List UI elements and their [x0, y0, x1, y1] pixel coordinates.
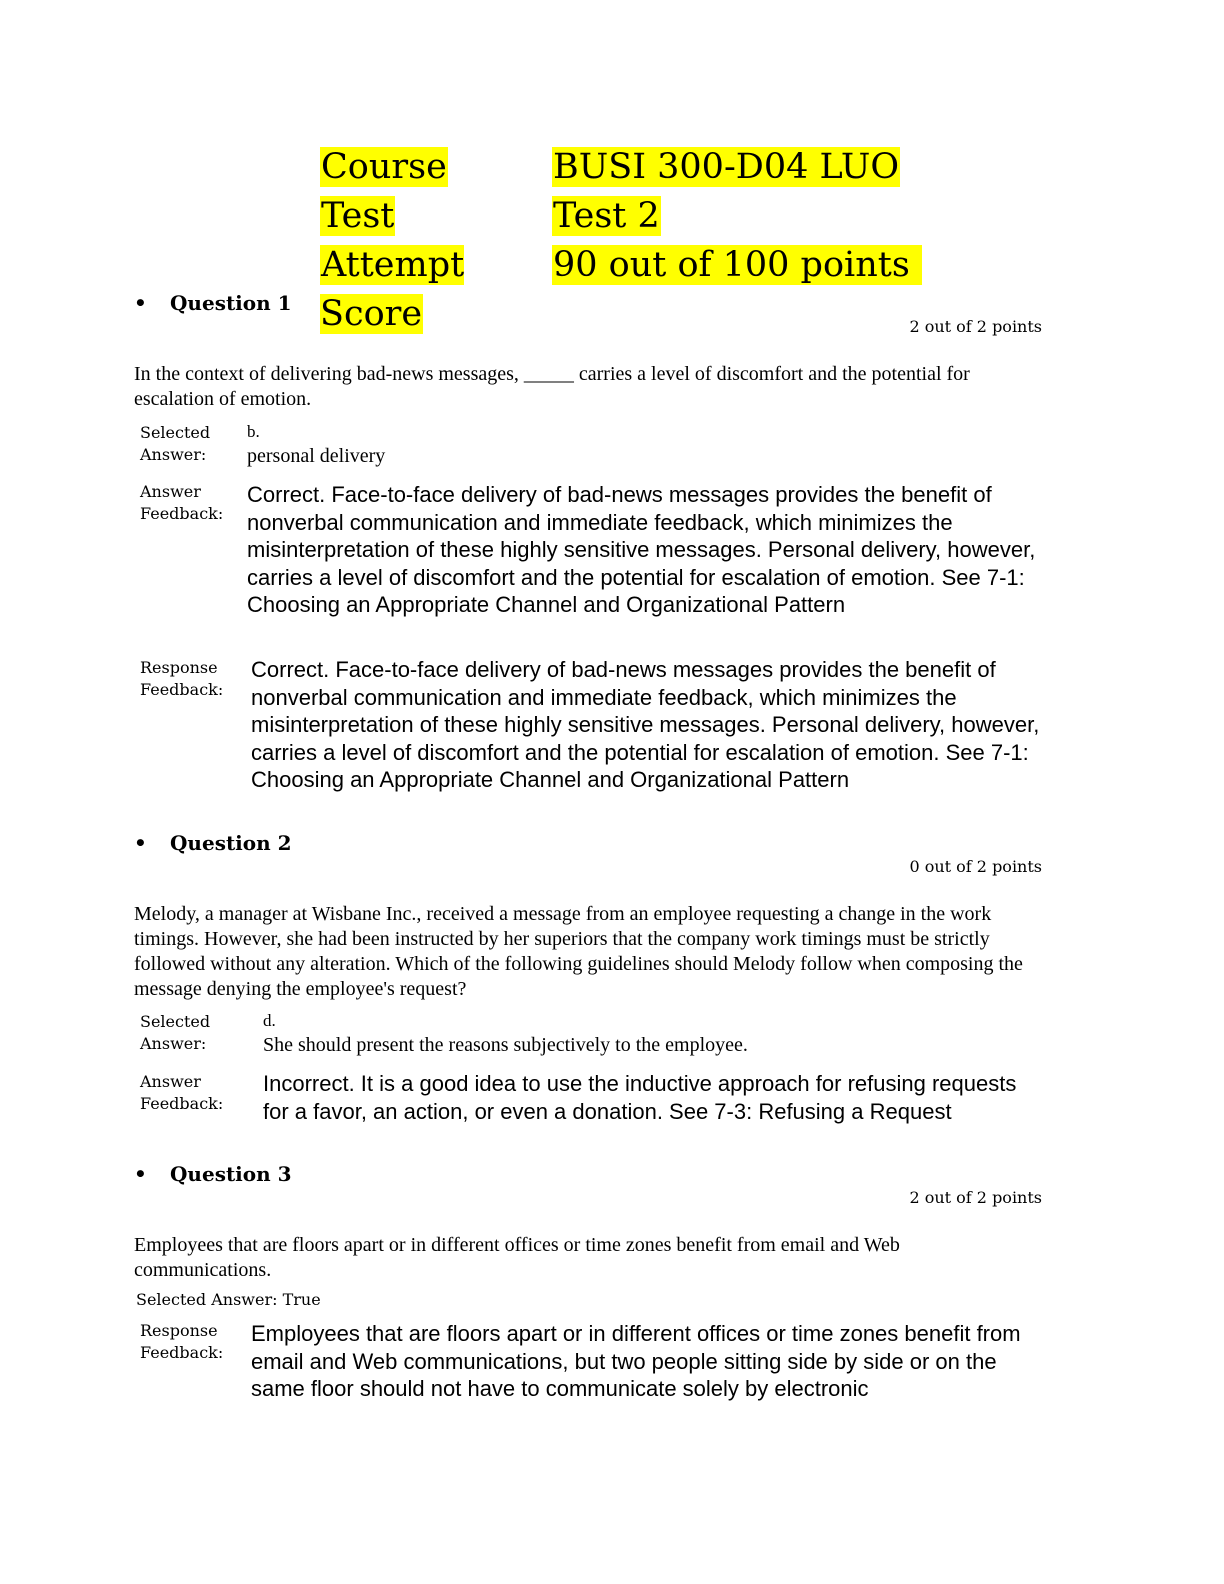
question-1-text: In the context of delivering bad-news me… [134, 363, 970, 410]
question-3-response-feedback-label: Response Feedback: [140, 1321, 224, 1362]
question-3-text: Employees that are floors apart or in di… [134, 1234, 900, 1281]
question-3-points: 2 out of 2 points [909, 1188, 1042, 1207]
question-3-heading: • Question 3 [134, 1162, 292, 1186]
course-row: Course BUSI 300-D04 LUO [320, 143, 922, 192]
score-row: Attempt Score 90 out of 100 points [320, 241, 922, 334]
bullet-icon: • [134, 1162, 147, 1186]
question-2-title: Question 2 [170, 831, 292, 855]
bullet-icon: • [134, 291, 147, 315]
question-2-text: Melody, a manager at Wisbane Inc., recei… [134, 903, 1023, 1000]
bullet-icon: • [134, 831, 147, 855]
selected-answer-text: personal delivery [247, 445, 386, 467]
question-2-answer-feedback: Incorrect. It is a good idea to use the … [263, 1071, 1017, 1124]
question-2-heading: • Question 2 [134, 831, 292, 855]
question-1-heading: • Question 1 [134, 291, 292, 315]
question-1-points: 2 out of 2 points [909, 317, 1042, 336]
question-3-response-feedback: Employees that are floors apart or in di… [251, 1321, 1021, 1401]
test-label: Test [320, 196, 396, 236]
question-2-points: 0 out of 2 points [909, 857, 1042, 876]
question-1-response-feedback: Correct. Face-to-face delivery of bad-ne… [251, 657, 1040, 792]
attempt-summary: Course BUSI 300-D04 LUO Test Test 2 Atte… [320, 143, 922, 334]
question-1-response-feedback-label: Response Feedback: [140, 658, 224, 699]
question-1-answer-feedback: Correct. Face-to-face delivery of bad-ne… [247, 482, 1036, 617]
question-1-answer-feedback-label: Answer Feedback: [140, 482, 224, 523]
course-value: BUSI 300-D04 LUO [552, 147, 901, 187]
course-label: Course [320, 147, 448, 187]
test-value: Test 2 [552, 196, 661, 236]
question-1-title: Question 1 [170, 291, 292, 315]
selected-letter: d. [263, 1011, 276, 1030]
question-3-selected-answer: Selected Answer: True [136, 1290, 321, 1309]
score-label: Attempt Score [320, 245, 465, 334]
question-2-selected-label: Selected Answer: [140, 1012, 211, 1053]
score-value: 90 out of 100 points [552, 245, 922, 285]
selected-letter: b. [247, 422, 260, 441]
test-row: Test Test 2 [320, 192, 922, 241]
question-1-selected-answer: b. personal delivery [247, 420, 385, 469]
question-2-answer-feedback-label: Answer Feedback: [140, 1072, 224, 1113]
question-2-selected-answer: d. She should present the reasons subjec… [263, 1009, 748, 1058]
question-1-selected-label: Selected Answer: [140, 423, 211, 464]
selected-answer-text: She should present the reasons subjectiv… [263, 1034, 748, 1056]
question-3-title: Question 3 [170, 1162, 292, 1186]
